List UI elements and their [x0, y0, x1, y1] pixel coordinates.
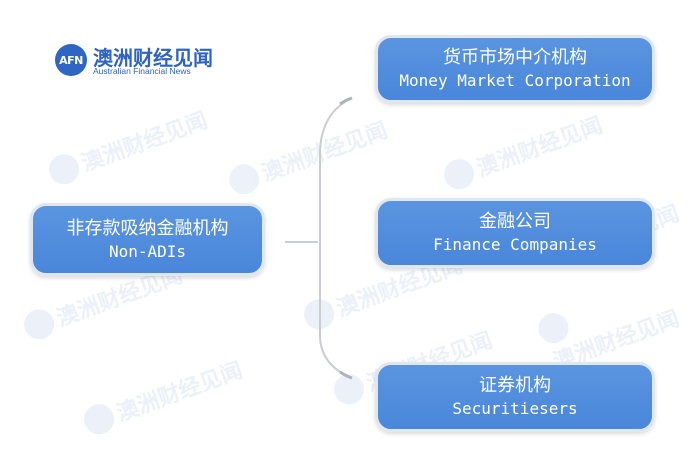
root-node-non-adis: 非存款吸纳金融机构 Non-ADIs	[30, 203, 265, 276]
child-node-label-cn: 金融公司	[479, 211, 551, 232]
child-node-label-cn: 证券机构	[479, 375, 551, 396]
child-node-money-market: 货币市场中介机构 Money Market Corporation	[375, 35, 655, 103]
logo-english-name: Australian Financial News	[93, 66, 191, 76]
afn-logo-icon: AFN	[55, 44, 87, 76]
brace-curve	[319, 97, 353, 379]
child-node-label-cn: 货币市场中介机构	[443, 47, 587, 68]
child-node-securitisers: 证券机构 Securitiesers	[375, 362, 655, 432]
root-node-label-cn: 非存款吸纳金融机构	[66, 217, 229, 239]
brace-top-highlight	[339, 96, 353, 106]
child-node-label-en: Securitiesers	[452, 399, 578, 418]
root-node-label-en: Non-ADIs	[108, 241, 187, 261]
child-node-finance-companies: 金融公司 Finance Companies	[375, 198, 655, 268]
child-node-label-en: Money Market Corporation	[399, 71, 631, 90]
logo-chinese-name: 澳洲财经见闻	[93, 46, 213, 70]
child-node-label-en: Finance Companies	[433, 235, 597, 254]
brace-bottom-highlight	[339, 370, 353, 380]
